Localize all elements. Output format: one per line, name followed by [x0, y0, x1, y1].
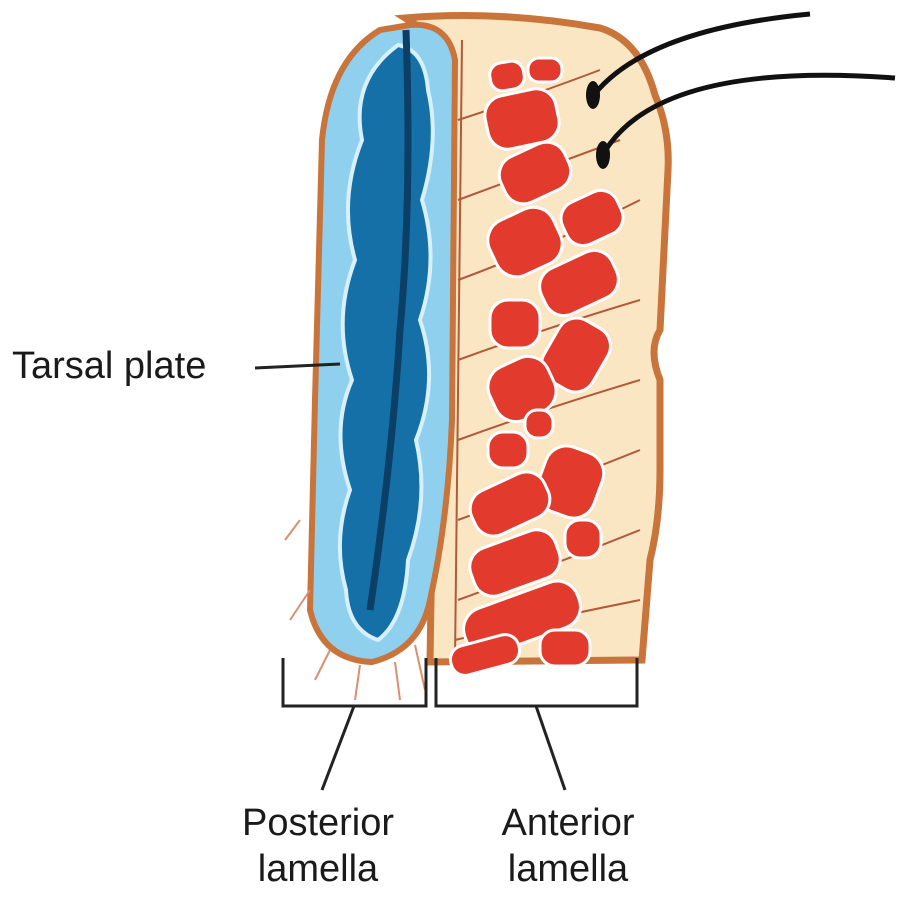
anterior-lamella-label: Anterior lamella: [468, 800, 668, 892]
eyelash-follicle-upper: [586, 81, 600, 109]
posterior-lamella-leader: [322, 706, 354, 790]
posterior-lamella-label-line2: lamella: [218, 846, 418, 892]
posterior-lamella-label: Posterior lamella: [218, 800, 418, 892]
anterior-lamella-label-line2: lamella: [468, 846, 668, 892]
eyelash-follicle-lower: [596, 141, 610, 169]
posterior-lamella-label-line1: Posterior: [218, 800, 418, 846]
tarsal-plate-label: Tarsal plate: [12, 343, 206, 389]
anterior-lamella-leader: [536, 706, 565, 790]
anterior-lamella-label-line1: Anterior: [468, 800, 668, 846]
